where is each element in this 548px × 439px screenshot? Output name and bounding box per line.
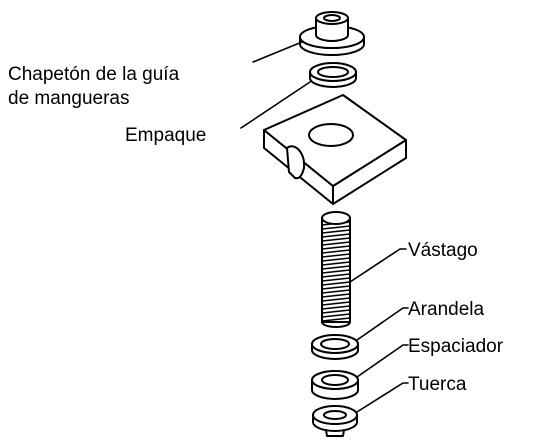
rod-thread-line: [321, 297, 351, 302]
rod-thread-line: [321, 265, 351, 270]
leader-empaque: [240, 81, 311, 129]
label-vastago: Vástago: [408, 240, 478, 261]
rod-thread-line: [321, 245, 351, 250]
label-empaque: Empaque: [125, 125, 206, 146]
hose-guide-grommet: [299, 11, 365, 56]
label-chapeton-line1: Chapetón de la guía: [8, 64, 180, 85]
mounting-block: [263, 94, 407, 205]
rod-thread-line: [321, 301, 351, 306]
leader-chapeton: [252, 41, 303, 63]
label-chapeton-line2: de mangueras: [8, 88, 129, 109]
rod-thread-line: [321, 293, 351, 298]
label-tuerca: Tuerca: [408, 374, 467, 395]
rod-thread-line: [321, 229, 351, 234]
leader-espaciador: [356, 344, 409, 378]
spacer: [311, 370, 359, 400]
label-arandela: Arandela: [408, 299, 484, 320]
rod-thread-line: [321, 285, 351, 290]
rod-thread-line: [321, 317, 351, 322]
rod-thread-line: [321, 273, 351, 278]
rod-thread-line: [321, 237, 351, 242]
label-espaciador: Espaciador: [408, 336, 504, 357]
rod-thread-line: [321, 257, 351, 262]
rod-thread-line: [321, 305, 351, 310]
threaded-rod: [321, 211, 351, 328]
rod-thread-line: [321, 269, 351, 274]
rod-thread-line: [321, 261, 351, 266]
rod-thread-line: [321, 241, 351, 246]
rod-thread-line: [321, 249, 351, 254]
rod-thread-line: [321, 225, 351, 230]
leader-tuerca: [356, 382, 409, 413]
rod-thread-line: [321, 313, 351, 318]
leader-vastago: [349, 248, 407, 283]
leader-arandela: [356, 307, 409, 341]
rod-thread-line: [321, 253, 351, 258]
rod-thread-line: [321, 289, 351, 294]
nut: [312, 405, 358, 437]
rod-thread-line: [321, 309, 351, 314]
rod-thread-line: [321, 233, 351, 238]
rod-thread-line: [321, 277, 351, 282]
gasket: [309, 62, 357, 88]
rod-thread-line: [321, 281, 351, 286]
washer: [311, 334, 359, 360]
